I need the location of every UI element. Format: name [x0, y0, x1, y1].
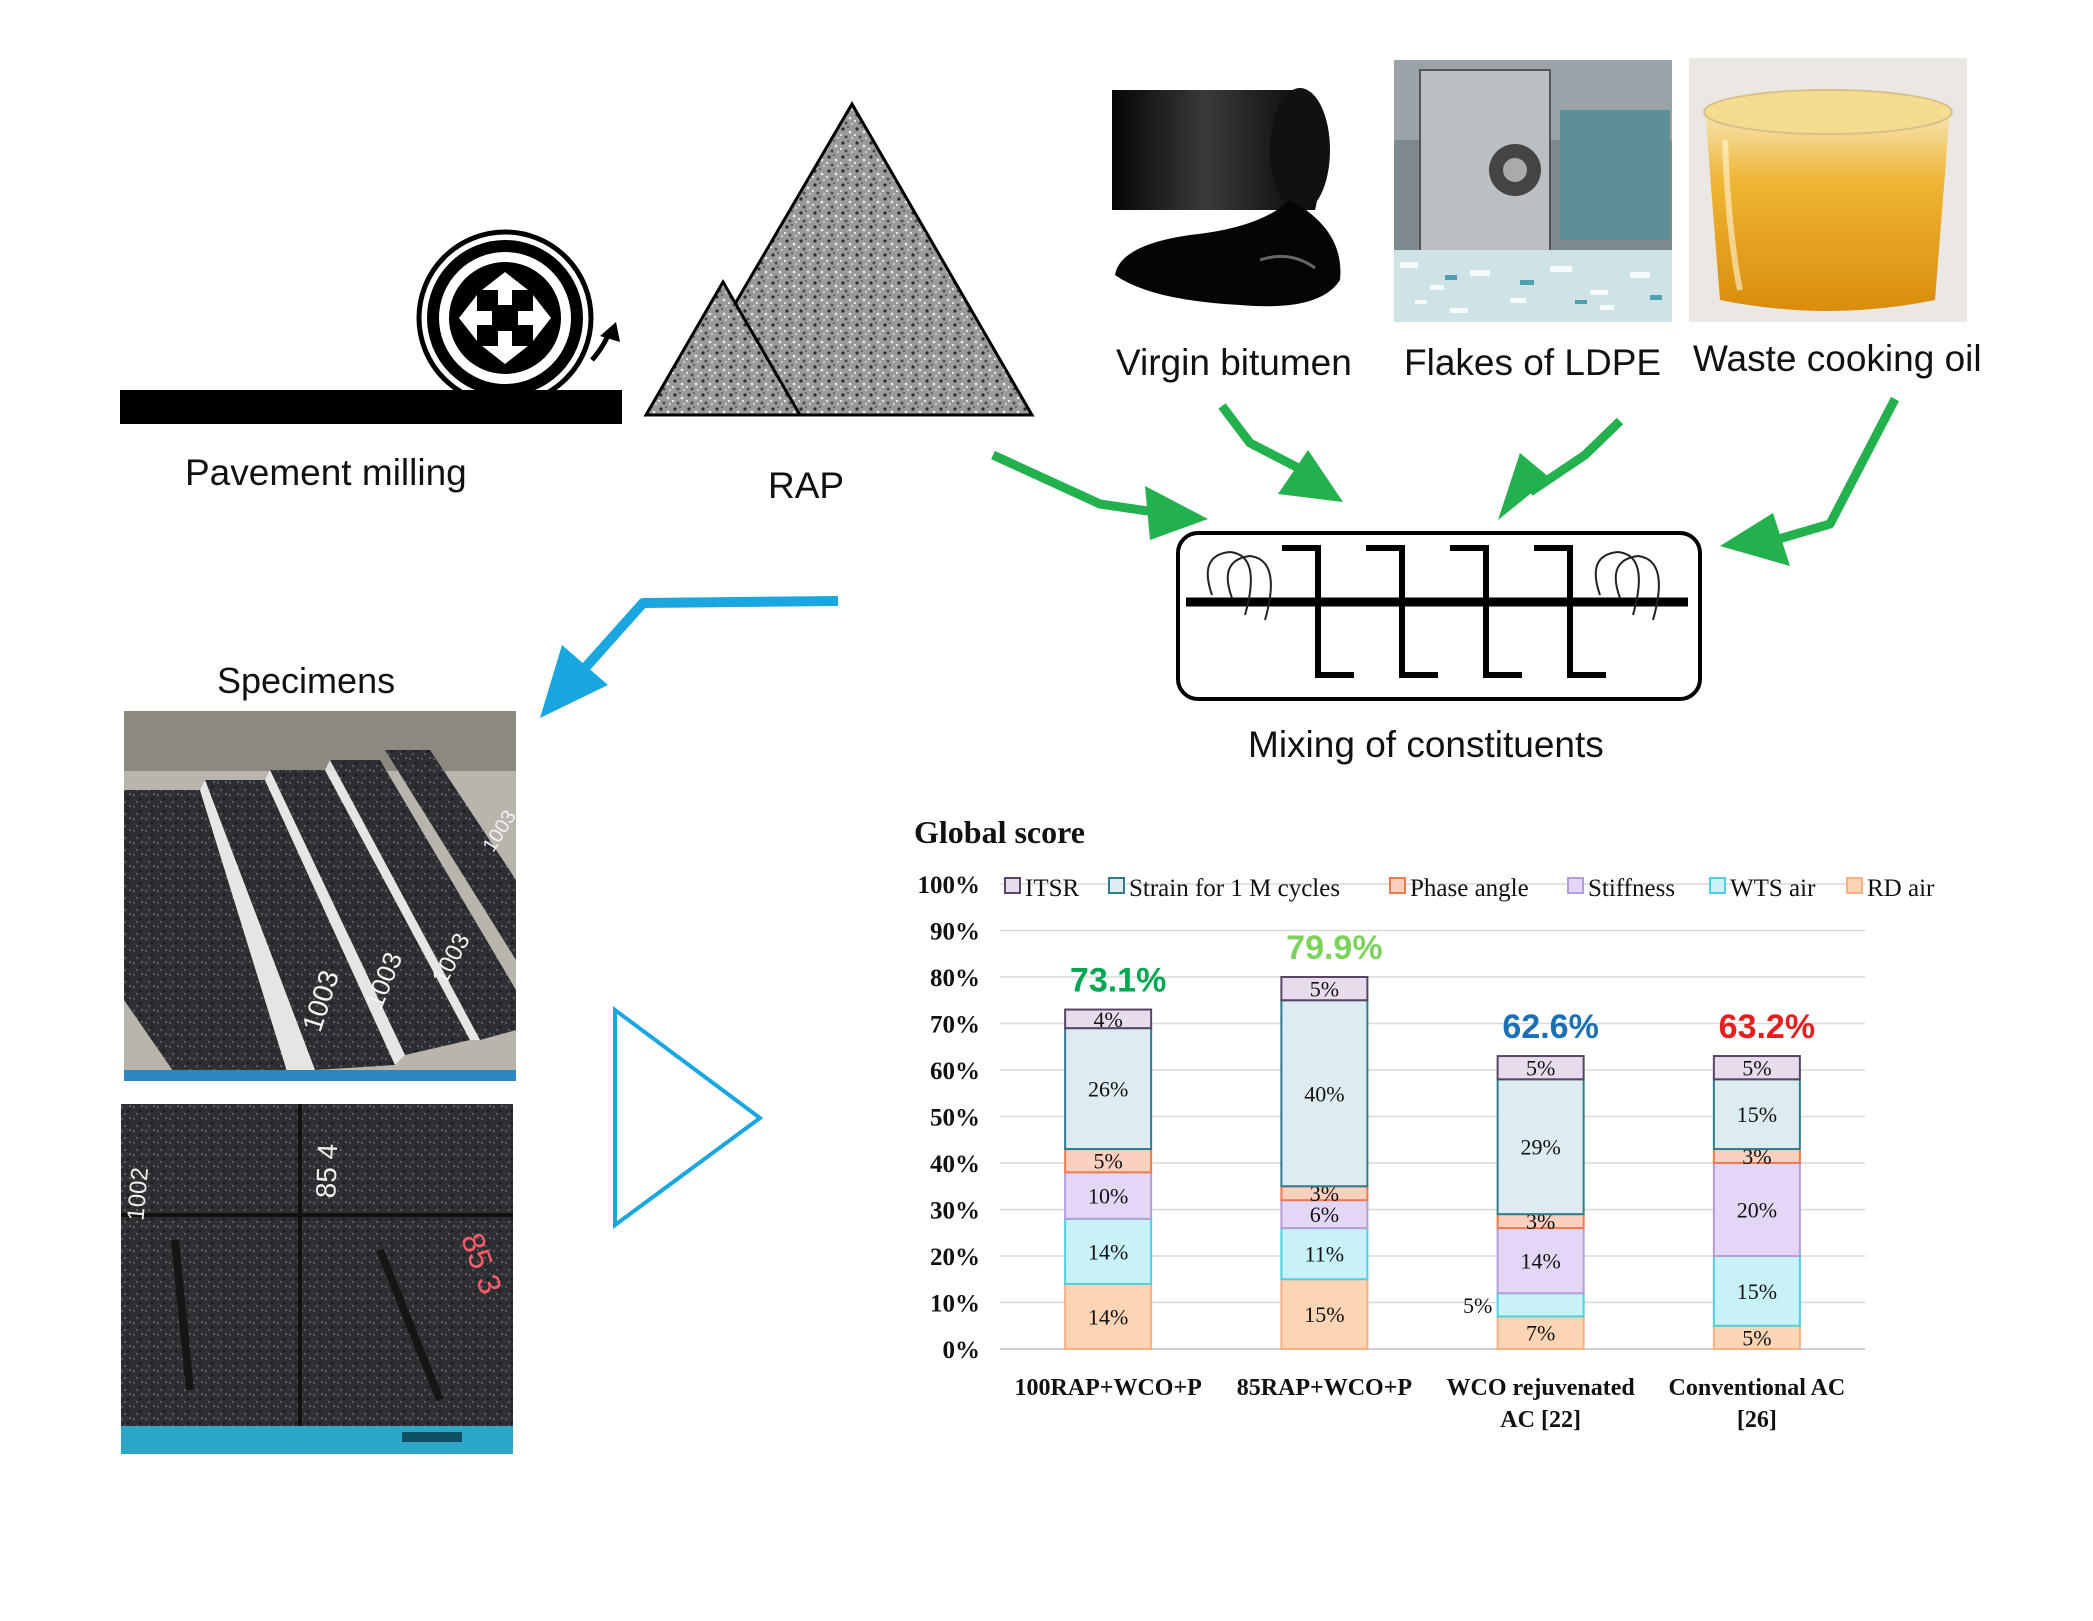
data-label: 29%	[1520, 1135, 1560, 1160]
global-score-chart: 0% 10% 20% 30% 40% 50% 60% 70% 80% 90% 100% 14% 14% 1…	[918, 872, 1936, 1433]
y-tick-label: 20%	[930, 1244, 980, 1271]
legend-swatch	[1389, 877, 1406, 894]
y-tick-label: 40%	[930, 1151, 980, 1178]
specimens-label: Specimens	[217, 660, 396, 701]
legend-label: WTS air	[1730, 875, 1816, 902]
green-arrowheads	[1145, 450, 1790, 566]
slab-marking-1002: 1002	[122, 1166, 154, 1222]
bar-segment	[1496, 1055, 1585, 1081]
legend-label: Phase angle	[1410, 875, 1529, 902]
specimen-beams-image	[124, 711, 516, 1081]
pavement-milling-label: Pavement milling	[185, 452, 467, 493]
rap-pile-icon	[643, 101, 1035, 417]
mixer-icon	[1176, 531, 1702, 701]
total-label: 79.9%	[1286, 929, 1382, 967]
legend-swatch	[1567, 877, 1584, 894]
bar-segment	[1064, 1282, 1153, 1351]
data-label: 5%	[1526, 1056, 1555, 1081]
rap-label: RAP	[768, 465, 845, 506]
bar-segment	[1712, 1078, 1801, 1151]
bar-segment	[1280, 976, 1369, 1002]
y-tick-label: 70%	[930, 1012, 980, 1039]
bar-segment	[1280, 999, 1369, 1188]
slab-marking-854: 85 4	[310, 1143, 344, 1199]
bar-segment	[1496, 1315, 1585, 1350]
green-arrows	[991, 396, 1899, 545]
total-label: 63.2%	[1719, 1008, 1815, 1046]
chart-title: Global score	[914, 814, 1085, 850]
data-label: 10%	[1088, 1184, 1128, 1209]
bar-segment	[1064, 1171, 1153, 1220]
y-tick-label: 60%	[930, 1058, 980, 1085]
data-label: 20%	[1737, 1198, 1777, 1223]
virgin-bitumen-image	[1097, 66, 1375, 322]
legend-label: Strain for 1 M cycles	[1129, 875, 1340, 902]
bar-segment	[1064, 1217, 1153, 1285]
legend-swatch	[1108, 877, 1125, 894]
data-label: 5%	[1463, 1293, 1492, 1318]
ldpe-flakes-image	[1394, 60, 1672, 322]
data-label: 5%	[1742, 1325, 1771, 1350]
category-label: 100RAP+WCO+P	[1014, 1375, 1201, 1401]
data-label: 5%	[1093, 1149, 1122, 1174]
data-label: 26%	[1088, 1077, 1128, 1102]
category-label: WCO rejuvenated	[1447, 1375, 1636, 1401]
legend-label: Stiffness	[1588, 875, 1675, 902]
legend-label: ITSR	[1025, 875, 1080, 902]
data-label: 14%	[1088, 1239, 1128, 1264]
y-tick-label: 50%	[930, 1105, 980, 1132]
data-label: 15%	[1304, 1302, 1344, 1327]
y-tick-label: 90%	[930, 919, 980, 946]
y-tick-label: 0%	[943, 1337, 981, 1364]
category-label: [26]	[1737, 1407, 1777, 1433]
legend-swatch	[1846, 877, 1863, 894]
bar-segment	[1280, 1278, 1369, 1350]
bar-segment	[1496, 1227, 1585, 1295]
y-tick-label: 100%	[918, 872, 981, 899]
y-tick-label: 30%	[930, 1198, 980, 1225]
legend-swatch	[1004, 877, 1021, 894]
data-label: 14%	[1088, 1304, 1128, 1329]
y-tick-label: 10%	[930, 1291, 980, 1318]
category-label: Conventional AC	[1669, 1375, 1846, 1401]
total-label: 73.1%	[1070, 962, 1166, 1000]
data-label: 15%	[1737, 1102, 1777, 1127]
data-label: 6%	[1310, 1202, 1339, 1227]
data-label: 15%	[1737, 1279, 1777, 1304]
bar-segment	[1496, 1078, 1585, 1216]
bar-segment	[1280, 1227, 1369, 1281]
bar-segment	[1064, 1008, 1153, 1030]
legend-label: RD air	[1867, 875, 1935, 902]
specimen-slabs-image	[121, 1104, 513, 1454]
y-tick-label: 80%	[930, 965, 980, 992]
data-label: 11%	[1305, 1242, 1345, 1267]
virgin-bitumen-label: Virgin bitumen	[1116, 342, 1352, 383]
bar-segment	[1712, 1055, 1801, 1081]
mixing-label: Mixing of constituents	[1248, 724, 1604, 765]
waste-cooking-oil-label: Waste cooking oil	[1693, 338, 1982, 379]
category-label: AC [22]	[1500, 1407, 1581, 1433]
category-label: 85RAP+WCO+P	[1237, 1375, 1412, 1401]
data-label: 7%	[1526, 1321, 1555, 1346]
data-label: 5%	[1310, 977, 1339, 1002]
data-label: 4%	[1093, 1007, 1122, 1032]
data-label: 40%	[1304, 1081, 1344, 1106]
total-label: 62.6%	[1502, 1008, 1598, 1046]
bar-segment	[1712, 1255, 1801, 1327]
data-label: 14%	[1520, 1249, 1560, 1274]
legend-swatch	[1709, 877, 1726, 894]
blue-arrow	[540, 596, 839, 718]
flakes-ldpe-label: Flakes of LDPE	[1404, 342, 1662, 383]
bar-segment	[1064, 1027, 1153, 1151]
bar-segment	[1496, 1292, 1585, 1318]
waste-cooking-oil-image	[1689, 58, 1967, 322]
data-label: 5%	[1742, 1056, 1771, 1081]
milling-drum-icon	[120, 229, 622, 424]
play-triangle-icon	[613, 1006, 764, 1229]
